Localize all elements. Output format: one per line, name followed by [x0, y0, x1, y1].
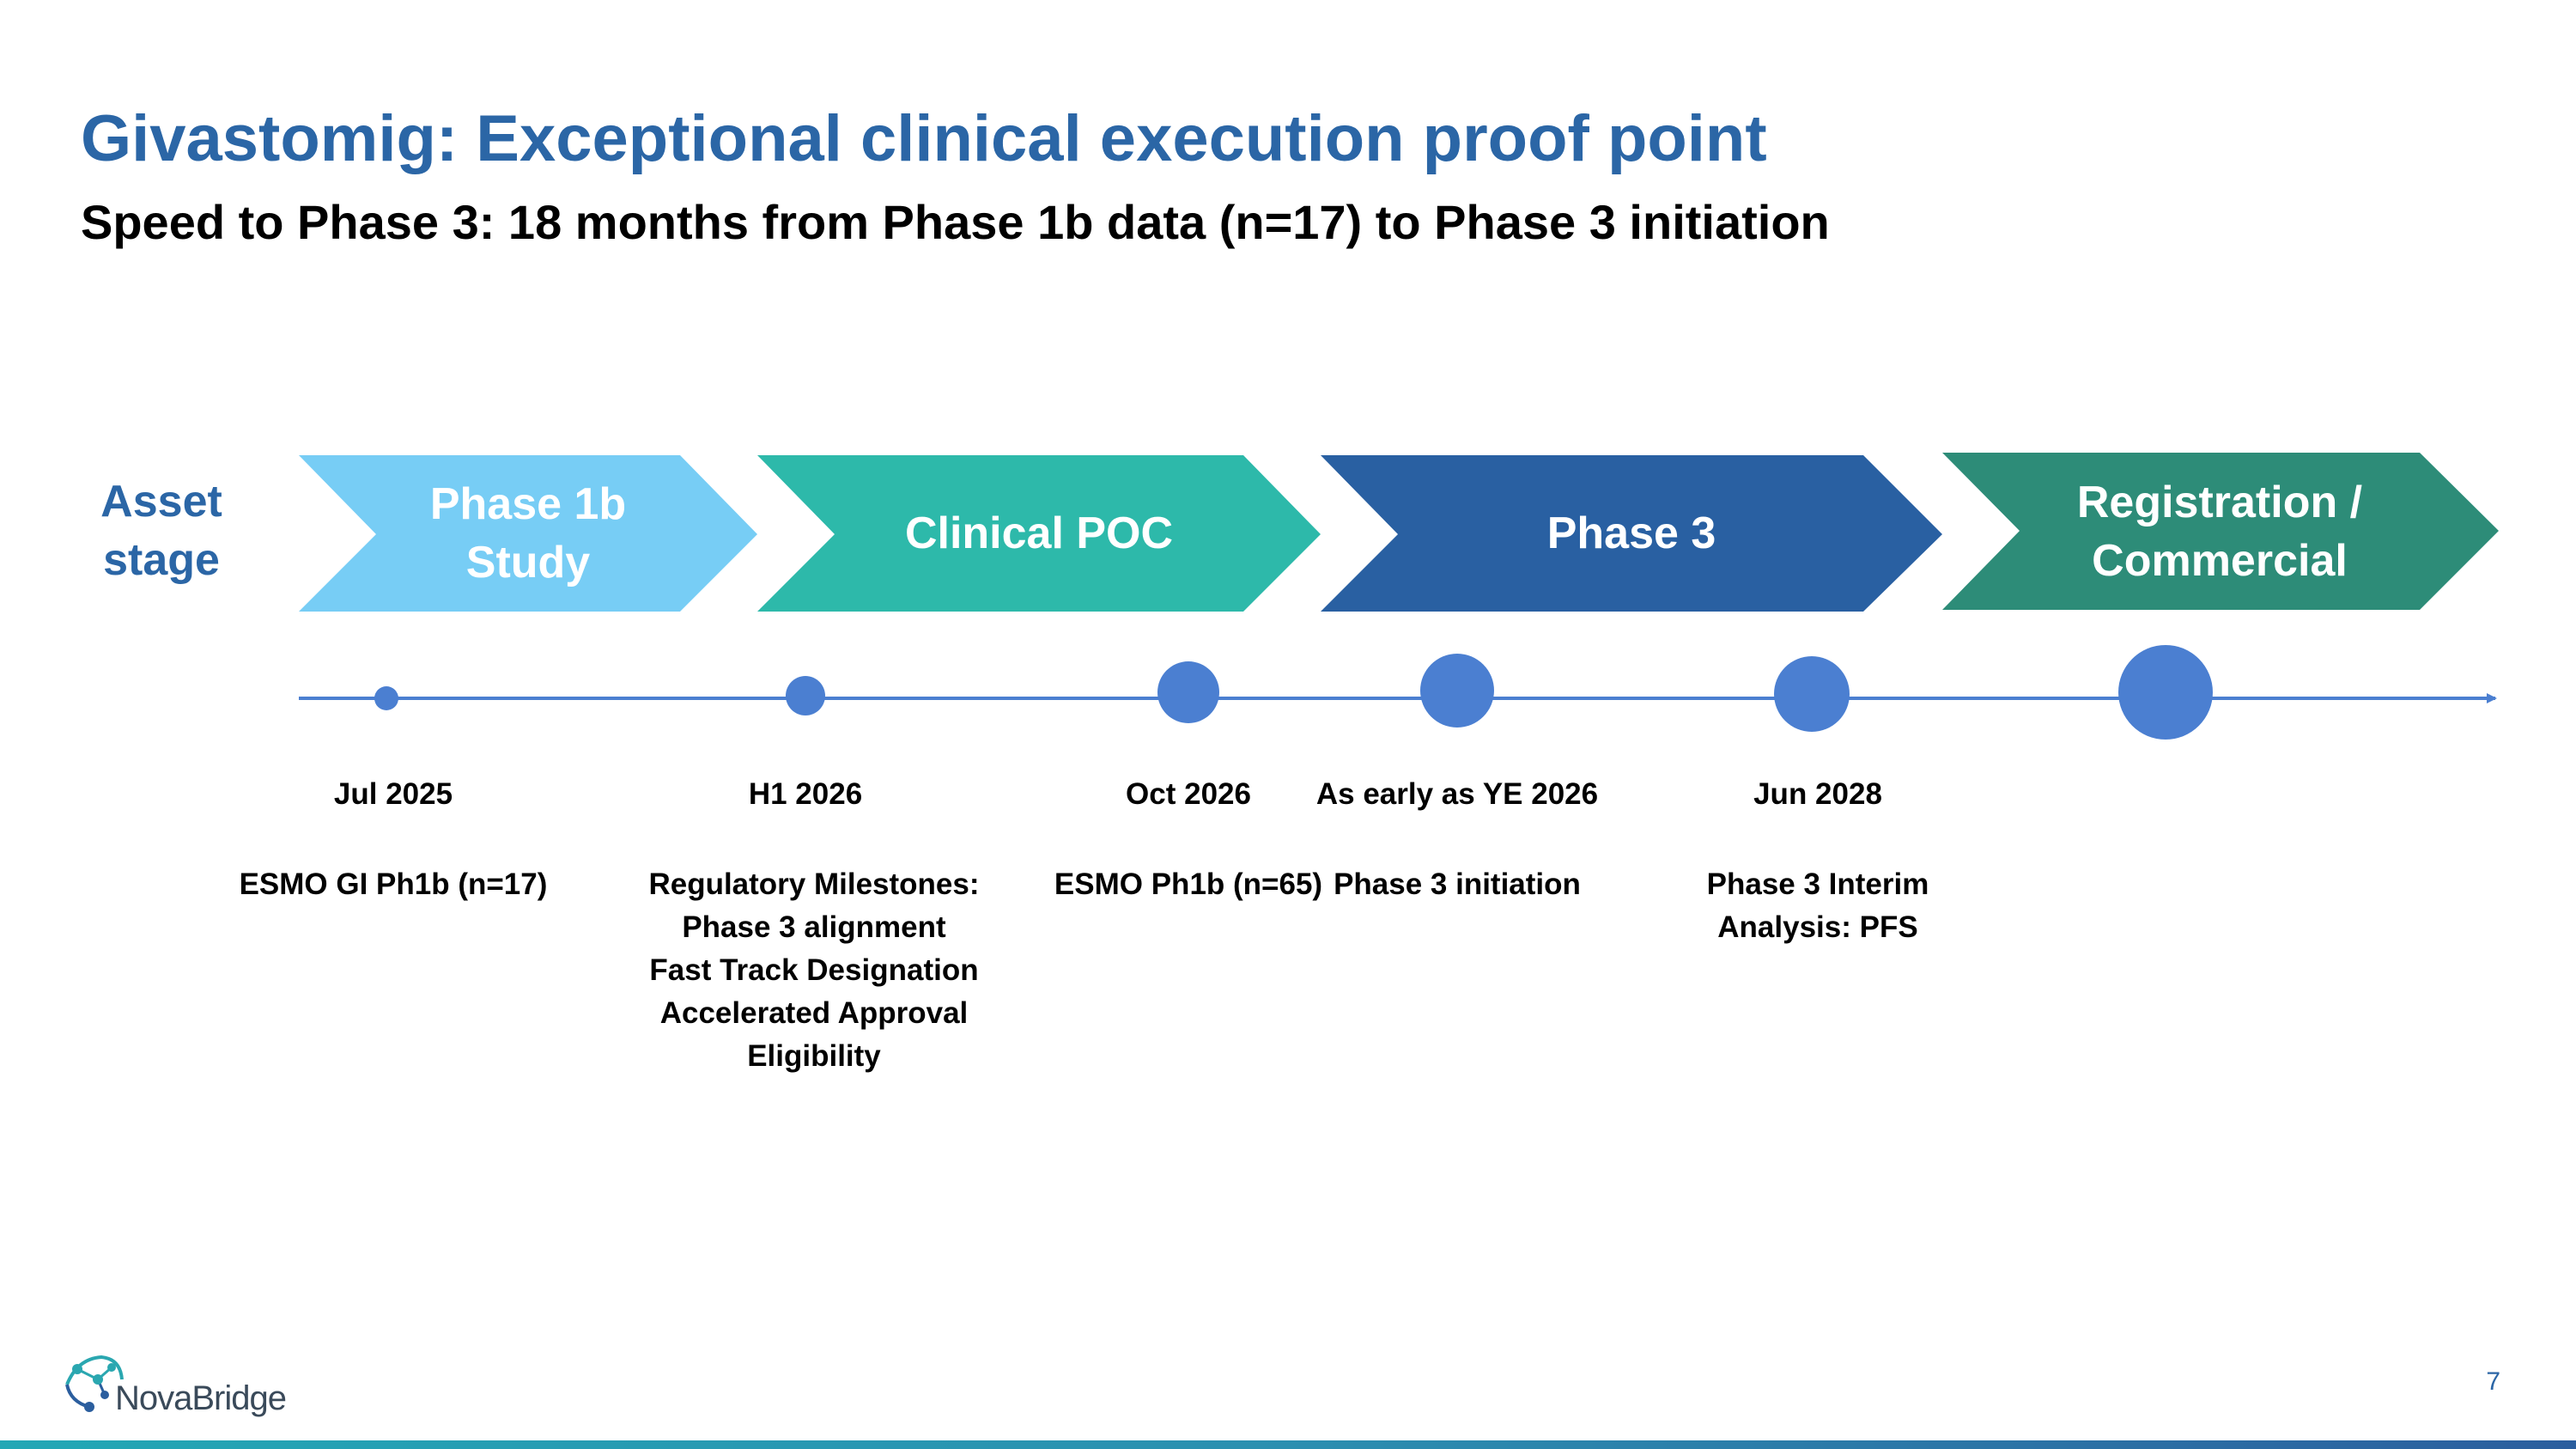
chevron-clinical-poc [757, 455, 1321, 612]
milestone-desc-ye-2026: Phase 3 initiation [1285, 863, 1629, 906]
chevron-phase1b [299, 455, 757, 612]
milestone-date-jun-2028: Jun 2028 [1753, 777, 1882, 811]
milestone-dot-jul-2025 [374, 686, 398, 710]
asset-stage-label: Asset stage [76, 472, 247, 589]
stage-registration: Registration / Commercial [2009, 453, 2430, 610]
milestone-desc-jun-2028: Phase 3 Interim Analysis: PFS [1646, 863, 1990, 949]
milestone-date-jul-2025: Jul 2025 [333, 777, 453, 811]
page-subtitle: Speed to Phase 3: 18 months from Phase 1… [81, 195, 1830, 249]
milestone-dot-h1-2026 [786, 676, 825, 715]
novabridge-logo-icon [65, 1355, 124, 1412]
milestone-desc-h1-2026: Regulatory Milestones: Phase 3 alignment… [642, 863, 986, 1078]
milestone-desc-line: Phase 3 alignment [682, 910, 946, 944]
milestone-desc-line: Phase 3 Interim [1706, 868, 1929, 901]
page-title: Givastomig: Exceptional clinical executi… [81, 102, 1767, 175]
milestone-desc-line: Eligibility [747, 1039, 881, 1073]
stage-phase3-line1: Phase 3 [1546, 508, 1716, 558]
milestone-dot-oct-2026 [1157, 661, 1219, 723]
milestone-desc-line: Accelerated Approval [659, 996, 969, 1030]
milestone-date-ye-2026: As early as YE 2026 [1315, 777, 1599, 811]
stage-registration-line1: Registration / [2076, 477, 2363, 527]
chevron-registration [1942, 453, 2499, 610]
milestone-desc-line: ESMO GI Ph1b (n=17) [239, 868, 548, 901]
milestone-desc-line: Regulatory Milestones: [648, 868, 980, 901]
milestone-date-oct-2026: Oct 2026 [1126, 777, 1251, 811]
stage-clinical-poc-line1: Clinical POC [904, 508, 1174, 558]
stage-phase1b: Phase 1b Study [369, 455, 687, 612]
novabridge-logo-text: NovaBridge [115, 1379, 287, 1417]
milestone-desc-jul-2025: ESMO GI Ph1b (n=17) [222, 863, 565, 906]
footer-bar [0, 1440, 2576, 1449]
milestone-desc-line: Fast Track Designation [649, 953, 979, 987]
milestone-dot-ye-2026 [1420, 654, 1494, 728]
milestone-desc-line: ESMO Ph1b (n=65) [1054, 868, 1323, 901]
milestone-desc-line: Analysis: PFS [1717, 910, 1918, 944]
milestone-dot-jun-2028 [1774, 656, 1850, 732]
milestone-desc-line: Phase 3 initiation [1334, 868, 1581, 901]
milestone-date-h1-2026: H1 2026 [748, 777, 863, 811]
milestone-desc-oct-2026: ESMO Ph1b (n=65) [1017, 863, 1360, 906]
chevron-phase3 [1321, 455, 1942, 612]
stage-phase3: Phase 3 [1391, 455, 1872, 612]
stage-phase1b-line1: Phase 1b [429, 479, 627, 529]
stage-chevrons [299, 453, 2499, 612]
stage-clinical-poc: Clinical POC [824, 455, 1254, 612]
page-number: 7 [2486, 1367, 2500, 1396]
milestone-dot-registration [2118, 645, 2213, 740]
stage-registration-line2: Commercial [2092, 535, 2348, 586]
asset-stage-label-line1: Asset [100, 477, 222, 527]
stage-phase1b-line2: Study [465, 538, 591, 588]
asset-stage-label-line2: stage [103, 535, 220, 585]
timeline-axis [299, 645, 2497, 740]
